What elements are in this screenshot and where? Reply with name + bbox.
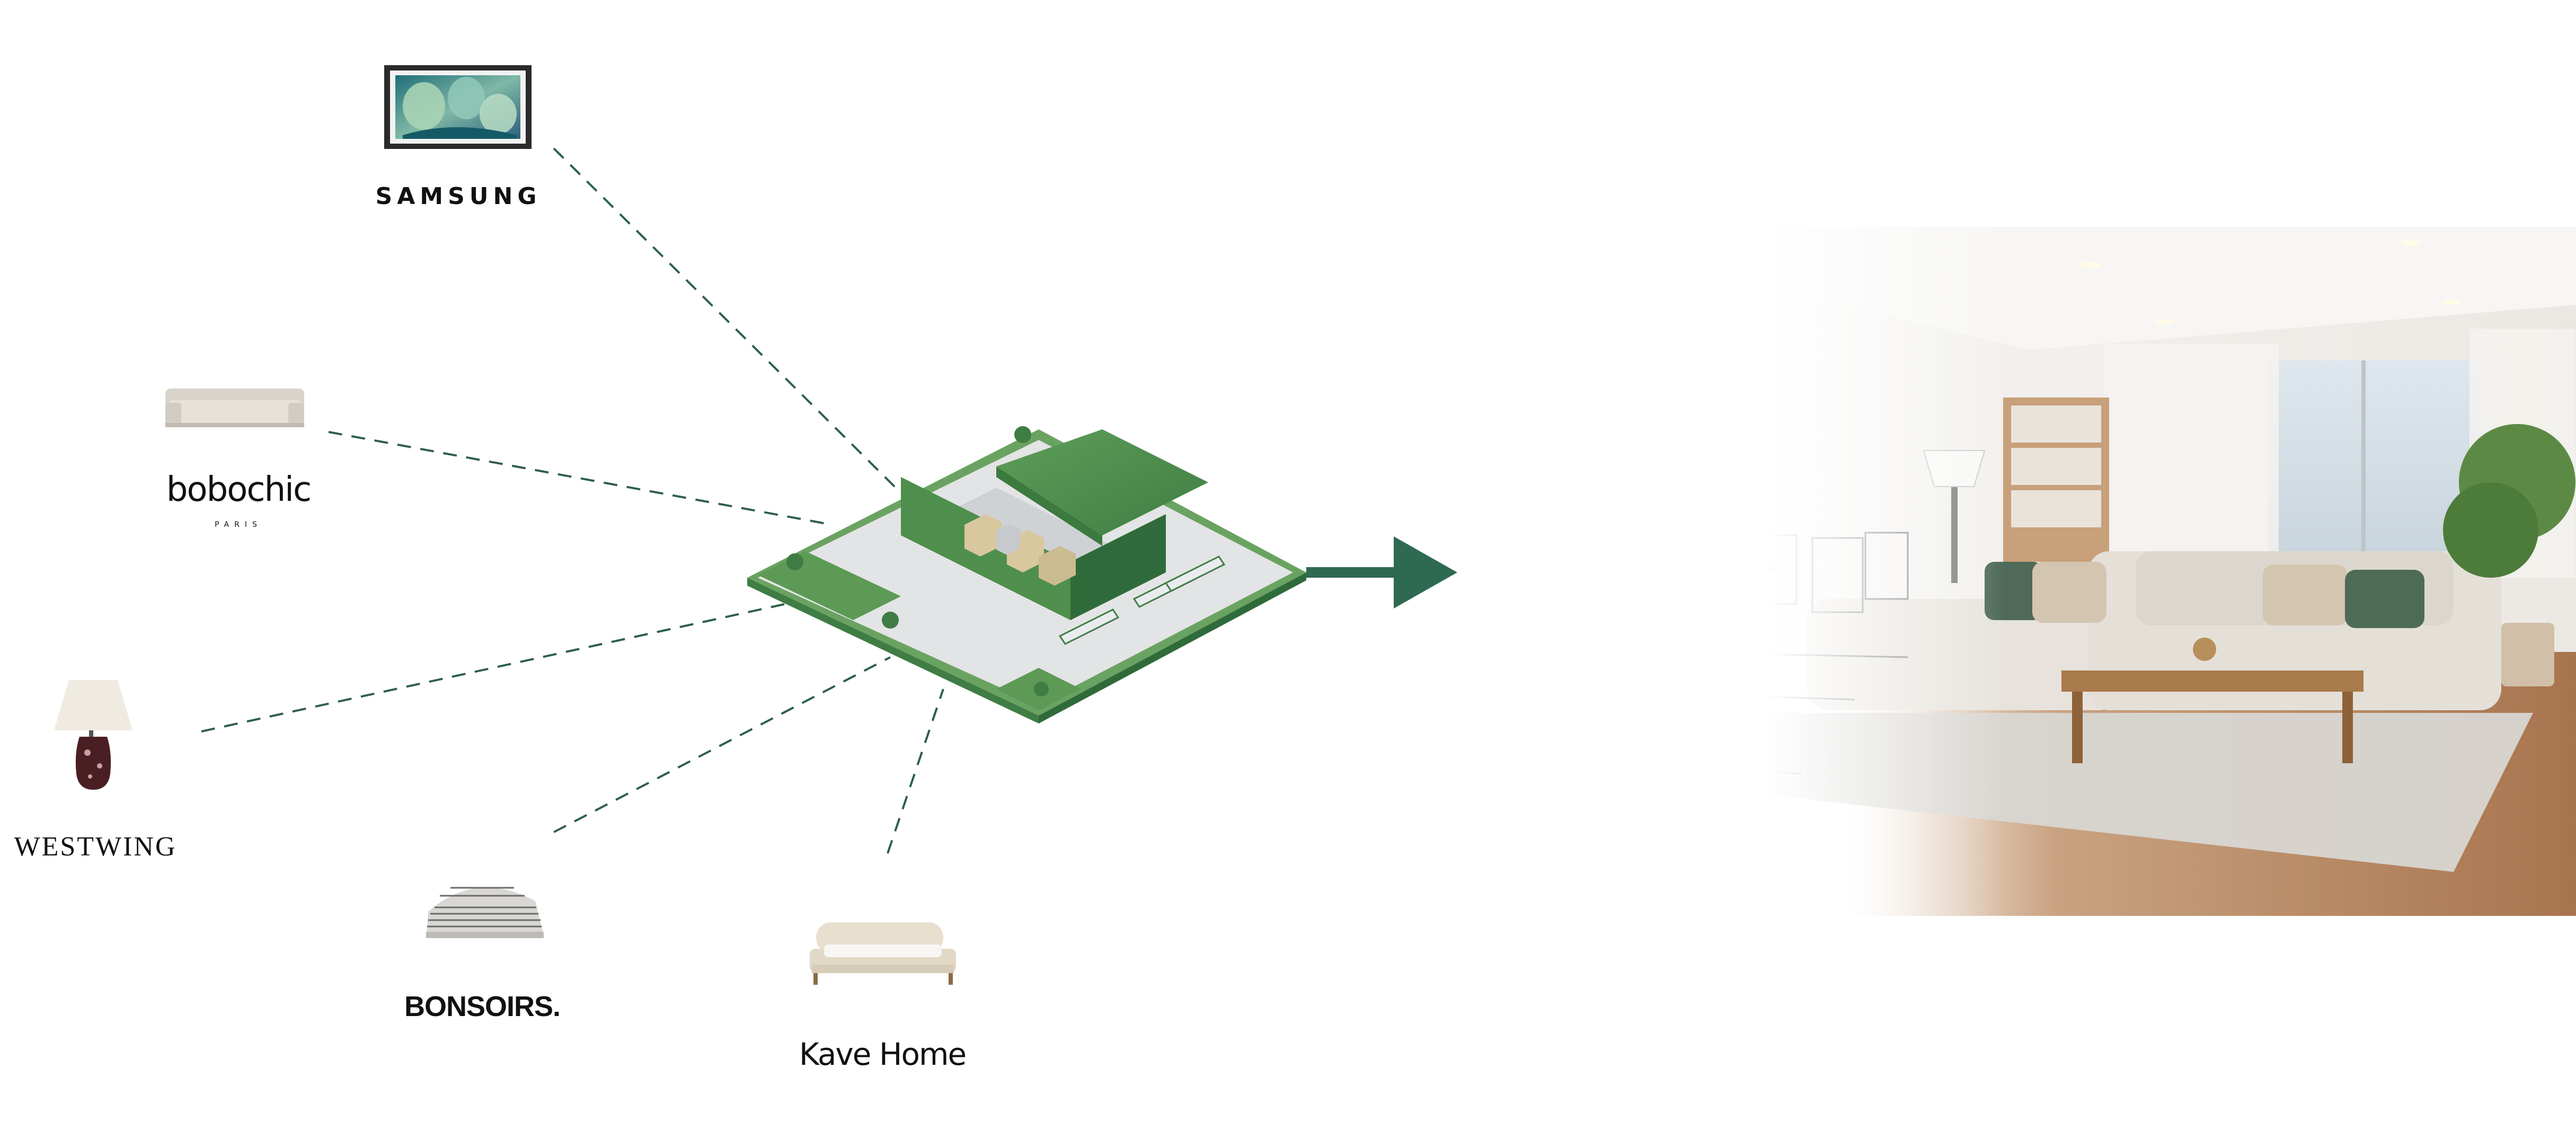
connector-bobochic	[328, 431, 833, 526]
connector-lines	[201, 147, 944, 854]
brand-bonsoirs-label: BONSOIRS.	[404, 991, 561, 1022]
tv-frame-icon	[384, 65, 532, 149]
sofa-icon	[165, 389, 304, 427]
brand-bobochic-sub: PARIS	[215, 520, 262, 529]
brand-kave-label: Kave Home	[799, 1036, 967, 1072]
connector-kave	[887, 689, 944, 854]
brand-westwing-label: WESTWING	[14, 832, 177, 862]
connector-westwing	[201, 603, 785, 732]
connector-bonsoirs	[553, 656, 891, 833]
arrow-right-icon	[1306, 536, 1457, 608]
connector-samsung	[553, 147, 897, 489]
brand-bobochic-name: bobochic	[166, 470, 312, 509]
lamp-icon	[54, 680, 132, 790]
bed-icon	[810, 922, 956, 985]
folded-linen-icon	[426, 887, 544, 938]
warehouse-icon	[747, 426, 1306, 723]
brand-bobochic-label: bobochic PARIS	[127, 473, 350, 542]
living-room-image	[1539, 227, 2576, 916]
brand-samsung-label: SAMSUNG	[375, 183, 542, 210]
